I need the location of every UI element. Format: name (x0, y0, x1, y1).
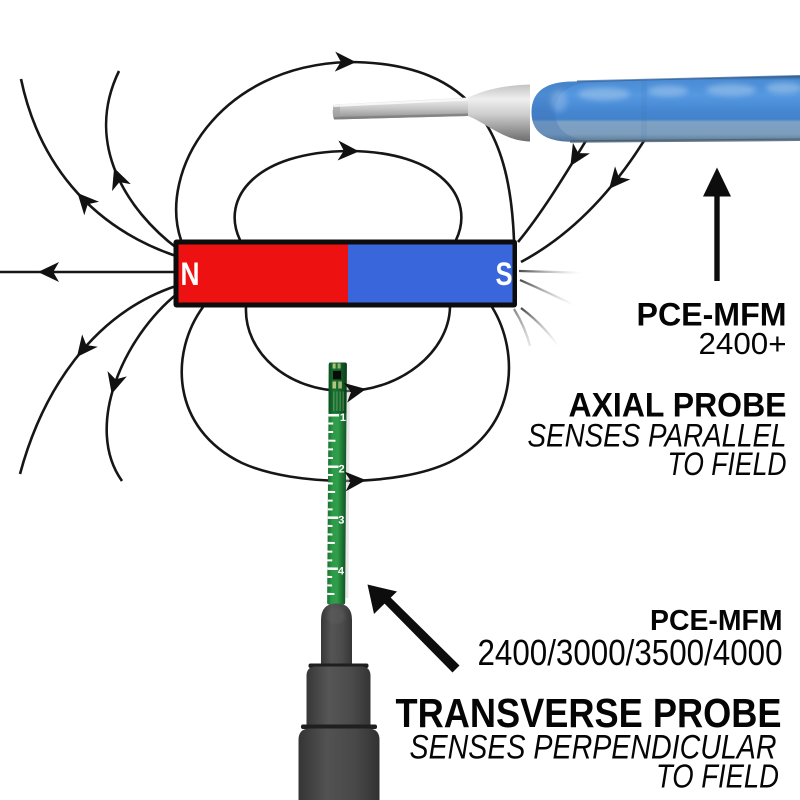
svg-text:1: 1 (340, 412, 346, 424)
svg-text:PCE-MFM: PCE-MFM (637, 297, 787, 333)
svg-text:3: 3 (338, 515, 344, 527)
svg-text:2400/3000/3500/4000: 2400/3000/3500/4000 (478, 633, 783, 673)
svg-text:SENSES PARALLEL: SENSES PARALLEL (528, 418, 787, 454)
svg-text:TO FIELD: TO FIELD (656, 758, 779, 796)
svg-text:2: 2 (339, 464, 345, 476)
svg-text:PCE-MFM: PCE-MFM (650, 605, 783, 637)
svg-text:TO FIELD: TO FIELD (668, 446, 787, 482)
svg-text:4: 4 (338, 566, 345, 578)
svg-text:SENSES PERPENDICULAR: SENSES PERPENDICULAR (410, 729, 777, 767)
svg-text:TRANSVERSE PROBE: TRANSVERSE PROBE (396, 690, 782, 736)
svg-text:AXIAL PROBE: AXIAL PROBE (569, 387, 787, 425)
svg-text:S: S (496, 256, 513, 292)
svg-text:2400+: 2400+ (699, 326, 787, 361)
svg-text:N: N (181, 256, 200, 292)
